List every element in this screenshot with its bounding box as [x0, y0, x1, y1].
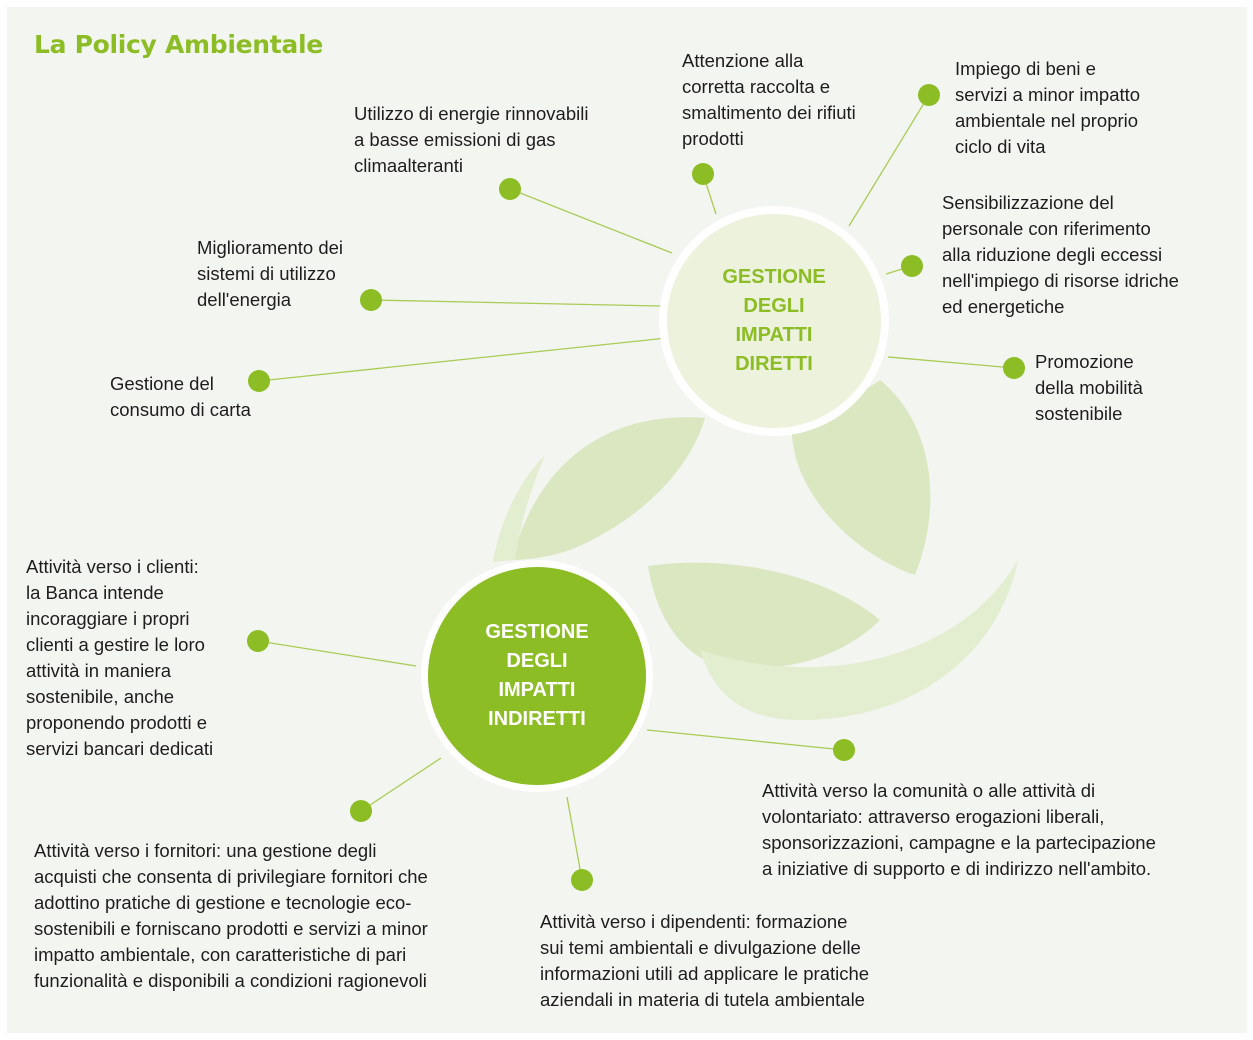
dot-fornitori: [350, 800, 372, 822]
leaf-left: [512, 417, 705, 560]
label-attivita-clienti: Attività verso i clienti: la Banca inten…: [26, 556, 214, 759]
dot-carta: [248, 370, 270, 392]
connector-carta: [258, 337, 668, 382]
connector-mobilita: [887, 356, 1015, 369]
diagram-background: [7, 7, 1247, 1033]
label-beni-servizi: Impiego di beni e servizi a minor impatt…: [955, 58, 1141, 157]
dot-rifiuti: [692, 163, 714, 185]
label-sensibilizzazione: Sensibilizzazione del personale con rife…: [942, 192, 1179, 317]
label-mobilita-sostenibile: Promozione della mobilità sostenibile: [1035, 351, 1143, 424]
label-energie-rinnovabili: Utilizzo di energie rinnovabili a basse …: [354, 103, 589, 176]
label-attivita-comunita: Attività verso la comunità o alle attivi…: [762, 780, 1156, 879]
dot-mobilita: [1003, 357, 1025, 379]
connector-rinnovabili: [509, 188, 673, 254]
connector-energia: [370, 299, 661, 307]
label-attivita-dipendenti: Attività verso i dipendenti: formazione …: [540, 911, 870, 1010]
page-title: La Policy Ambientale: [34, 30, 323, 59]
connector-beni: [848, 94, 930, 227]
dot-beni: [918, 84, 940, 106]
connector-dots: [247, 84, 1025, 891]
hub-gestione-impatti-indiretti: GESTIONE DEGLI IMPATTI INDIRETTI: [421, 560, 653, 792]
hub-gestione-impatti-diretti: GESTIONE DEGLI IMPATTI DIRETTI: [659, 206, 889, 436]
connector-clienti: [257, 640, 417, 667]
label-attivita-fornitori: Attività verso i fornitori: una gestione…: [34, 840, 428, 991]
connector-fornitori: [360, 757, 442, 812]
connector-comunita: [646, 729, 845, 751]
dot-rinnovabili: [499, 178, 521, 200]
leaf-right: [791, 380, 931, 575]
dot-sensibilizzazione: [901, 255, 923, 277]
dot-clienti: [247, 630, 269, 652]
label-raccolta-rifiuti: Attenzione alla corretta raccolta e smal…: [682, 50, 856, 149]
dot-comunita: [833, 739, 855, 761]
leaves-decoration: [493, 380, 1018, 720]
connector-dipendenti: [566, 796, 583, 881]
label-consumo-carta: Gestione del consumo di carta: [110, 373, 251, 420]
label-miglioramento-energia: Miglioramento dei sistemi di utilizzo de…: [197, 237, 344, 310]
dot-energia: [360, 289, 382, 311]
dot-dipendenti: [571, 869, 593, 891]
leaf-bottom-swirl: [700, 560, 1018, 720]
leaf-left-swirl: [493, 455, 545, 562]
leaf-bottom: [648, 562, 880, 668]
